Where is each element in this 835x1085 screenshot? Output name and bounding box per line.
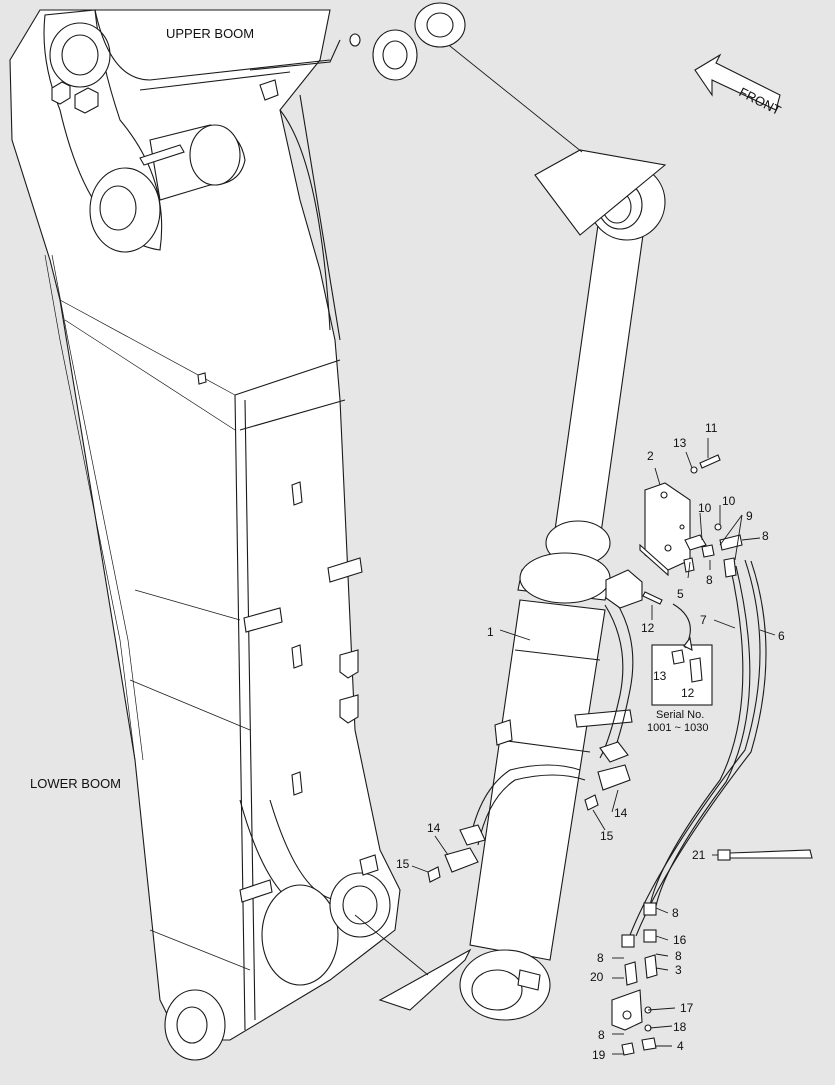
callout-14a: 14 xyxy=(614,806,628,820)
callout-14b: 14 xyxy=(427,821,441,835)
callout-20: 20 xyxy=(590,970,604,984)
callout-5: 5 xyxy=(677,587,684,601)
callouts: 1 2 3 4 5 6 7 8 8 8 8 8 8 9 10 10 11 12 … xyxy=(396,421,785,1062)
cable-tie xyxy=(717,849,813,861)
callout-11: 11 xyxy=(705,421,718,435)
callout-13a: 13 xyxy=(673,436,687,450)
text-labels: UPPER BOOM LOWER BOOM Serial No. 1001 ~ … xyxy=(30,26,708,791)
callout-4: 4 xyxy=(677,1039,684,1053)
callout-8a: 8 xyxy=(762,529,769,543)
lower-boom-label: LOWER BOOM xyxy=(30,776,121,791)
callout-18: 18 xyxy=(673,1020,687,1034)
callout-7: 7 xyxy=(700,613,707,627)
valve-block xyxy=(427,454,743,1056)
callout-10b: 10 xyxy=(722,494,736,508)
callout-2: 2 xyxy=(647,449,654,463)
callout-12a: 12 xyxy=(641,621,655,635)
callout-8c: 8 xyxy=(672,906,679,920)
front-arrow: FRONT xyxy=(694,53,783,118)
boom-cylinder xyxy=(354,29,667,1021)
callout-9: 9 xyxy=(746,509,753,523)
callout-12b: 12 xyxy=(681,686,695,700)
callout-6: 6 xyxy=(778,629,785,643)
callout-19: 19 xyxy=(592,1048,606,1062)
callout-21: 21 xyxy=(692,848,706,862)
boom-pins xyxy=(349,2,466,81)
callout-16: 16 xyxy=(673,933,687,947)
callout-10a: 10 xyxy=(698,501,712,515)
callout-8e: 8 xyxy=(675,949,682,963)
callout-13b: 13 xyxy=(653,669,667,683)
upper-boom-label: UPPER BOOM xyxy=(166,26,254,41)
callout-15a: 15 xyxy=(600,829,614,843)
hydraulic-lines xyxy=(469,559,767,948)
serial-inset xyxy=(651,603,713,706)
leader-lines xyxy=(411,438,776,1055)
callout-8d: 8 xyxy=(597,951,604,965)
callout-15b: 15 xyxy=(396,857,410,871)
serial-label: Serial No. xyxy=(656,709,704,721)
serial-range-label: 1001 ~ 1030 xyxy=(647,722,708,734)
boom-structure xyxy=(9,9,401,1061)
callout-17: 17 xyxy=(680,1001,694,1015)
callout-8b: 8 xyxy=(706,573,713,587)
callout-1: 1 xyxy=(487,625,494,639)
callout-3: 3 xyxy=(675,963,682,977)
callout-8f: 8 xyxy=(598,1028,605,1042)
